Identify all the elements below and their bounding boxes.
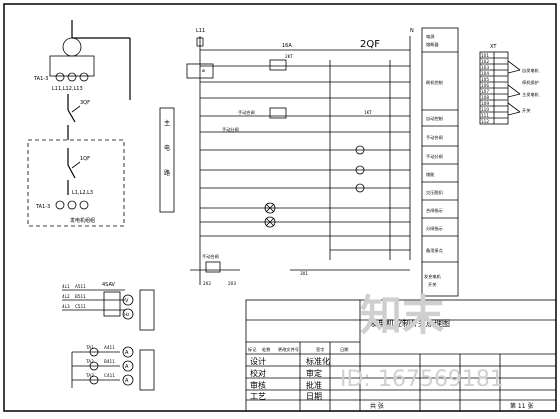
xt-row-7: 107 — [481, 89, 489, 94]
xt-right-3: 主发电机 — [522, 91, 540, 98]
mid-label-1: 标准化 — [306, 356, 330, 366]
ann-2: 自动控制 — [426, 115, 443, 122]
amp-meter-1: A — [125, 350, 129, 356]
v-wire-3: C511 — [75, 304, 86, 309]
main-circuit: TA1-3 L11,L12,L13 3QF 1QF L1,L2,L3 TA1-3… — [27, 20, 131, 227]
ann-7: 合闸指示 — [426, 207, 443, 214]
l-bottom-label: L1,L2,L3 — [72, 190, 93, 196]
ta-wire-1: A411 — [104, 345, 115, 350]
xt-right-1: 自发电机 — [522, 67, 540, 74]
header-cell-1: 标记 — [248, 346, 257, 353]
control-circuit: L11 N 16A 2QF ⌀ 2KT 1KT 手动合闸 手动分闸 — [186, 27, 459, 297]
timer-glyph: ⌀ — [202, 68, 205, 74]
row-label-1: 设计 — [250, 356, 266, 366]
main-vlabel-2: 电 — [164, 144, 170, 152]
xt-row-6: 106 — [481, 83, 489, 88]
bottom-wire-203: 203 — [228, 281, 236, 286]
xt-row-5: 105 — [481, 77, 489, 82]
ann-5: 储能 — [426, 171, 435, 178]
l11-label: L11 — [196, 28, 205, 34]
xt-row-12: 112 — [481, 119, 489, 124]
generator-label: 发电机组组 — [70, 217, 95, 224]
main-vlabel-3: 路 — [164, 169, 170, 177]
ann-10b: 开关 — [428, 281, 436, 288]
title-block: 发电机控制开关原理图 标记 处数 更改文件号 签字 日期 设计 校对 审核 工艺… — [245, 299, 557, 412]
ann-1: 刷机控制 — [426, 79, 443, 86]
v-label-2: 4L2 — [62, 294, 70, 299]
xt-row-2: 102 — [481, 59, 489, 64]
relay-1kt: 1KT — [364, 110, 372, 115]
ta-wire-3: C411 — [104, 373, 115, 378]
v-wire-2: B511 — [75, 294, 86, 299]
header-cell-3: 更改文件号 — [278, 346, 299, 353]
ta-label-2: TA2 — [85, 359, 94, 364]
amp-meter-2: A — [125, 364, 129, 370]
v-label-3: 4L3 — [62, 304, 70, 309]
header-cell-5: 日期 — [340, 347, 348, 353]
volt-meter-v: V — [125, 298, 129, 304]
xt-title: XT — [490, 44, 497, 50]
ann-9: 备用接点 — [426, 247, 443, 254]
ta-wire-2: B411 — [104, 359, 115, 364]
sheet-number: 第 11 张 — [510, 402, 533, 410]
ann-4: 手动分闸 — [426, 153, 443, 160]
watermark-id: ID: 167569181 — [340, 367, 504, 392]
v-switch-label: 4SAV — [102, 282, 116, 288]
ann-0: 电源 — [426, 33, 435, 40]
ann-3: 手动合闸 — [426, 134, 443, 141]
ann-10: 发充电机 — [424, 273, 442, 280]
header-cell-2: 处数 — [262, 346, 271, 353]
ann-6: 欠压脱扣 — [426, 189, 443, 196]
xt-right-4: 开关 — [522, 107, 530, 114]
xt-row-1: 101 — [481, 53, 489, 58]
project-title: 发电机控制开关原理图 — [370, 318, 450, 328]
amp-meter-3: A — [125, 378, 129, 384]
mid-label-2: 审定 — [306, 368, 322, 378]
xt-row-8: 108 — [481, 95, 489, 100]
row-label-2: 校对 — [250, 368, 266, 378]
header-cell-4: 签字 — [316, 346, 324, 352]
relay-2kt: 2KT — [285, 54, 293, 59]
v-label-1: 4L1 — [62, 284, 70, 289]
fuse-amp: 16A — [282, 43, 292, 49]
ann-0b: 熔断器 — [426, 41, 439, 48]
manual-open-label: 手动分闸 — [222, 126, 239, 133]
n-label: N — [410, 28, 414, 34]
breaker-1qf: 1QF — [80, 156, 90, 162]
row-label-4: 工艺 — [250, 392, 266, 401]
v-wire-1: A511 — [75, 284, 86, 289]
xt-row-11: 111 — [481, 113, 489, 118]
ta-top-label: TA1-3 — [33, 76, 48, 82]
xt-terminal-block: XT 101 102 103 104 105 106 107 108 109 1… — [479, 44, 540, 125]
bottom-wire-301: 301 — [300, 271, 308, 276]
xt-row-9: 109 — [481, 101, 489, 106]
watermark-brand: 知末 — [360, 291, 444, 340]
control-title-2qf: 2QF — [360, 39, 380, 50]
xt-row-4: 104 — [481, 71, 489, 76]
ta-label-3: TA3 — [85, 373, 94, 378]
xt-right-2: 停机保护 — [522, 79, 539, 86]
mid-label-3: 批准 — [306, 380, 322, 390]
ann-8: 分闸指示 — [426, 225, 443, 232]
xt-row-3: 103 — [481, 65, 489, 70]
manual-close-label: 手动合闸 — [238, 109, 255, 116]
ta-bottom-label: TA1-3 — [35, 204, 50, 210]
row-label-3: 审核 — [250, 380, 266, 390]
meter-section: 4L1 4L2 4L3 A511 B511 C511 4SAV V Hz TA1… — [62, 282, 155, 391]
bottom-wire-202: 202 — [203, 281, 211, 286]
l-top-label: L11,L12,L13 — [52, 86, 83, 92]
xt-row-10: 110 — [481, 107, 489, 112]
mid-label-4: 日期 — [306, 392, 322, 401]
ta-label-1: TA1 — [85, 345, 94, 350]
hz-meter: Hz — [124, 312, 130, 317]
breaker-3qf: 3QF — [80, 100, 90, 106]
bottom-manual-label: 手动合闸 — [202, 253, 219, 260]
main-circuit-vlabel: 主 — [164, 119, 170, 127]
sheet-total: 共 张 — [370, 402, 384, 410]
